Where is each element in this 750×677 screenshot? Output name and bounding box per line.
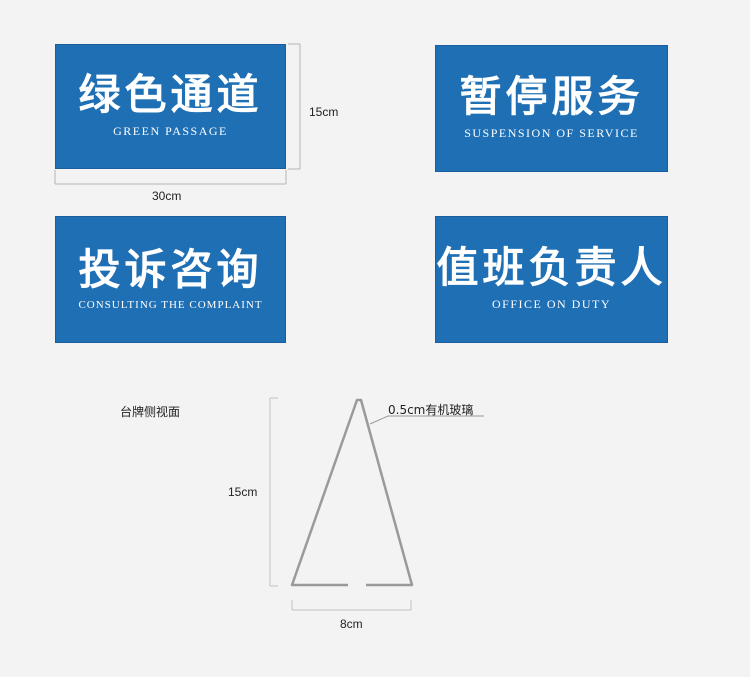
sign-green-passage: 绿色通道 GREEN PASSAGE — [55, 44, 286, 169]
sign-title-en: GREEN PASSAGE — [113, 124, 228, 138]
sign-title-cn: 暂停服务 — [459, 72, 644, 121]
sign-title-en: OFFICE ON DUTY — [491, 297, 611, 311]
sign-office-on-duty: 值班负责人 OFFICE ON DUTY — [435, 216, 668, 343]
sign-title-en: SUSPENSION OF SERVICE — [464, 126, 639, 140]
sign-suspension-of-service: 暂停服务 SUSPENSION OF SERVICE — [435, 45, 668, 172]
sign-title-cn: 绿色通道 — [78, 70, 263, 119]
stand-height-label: 15cm — [228, 485, 258, 499]
sign-consulting-complaint: 投诉咨询 CONSULTING THE COMPLAINT — [55, 216, 286, 343]
sign-title-en: CONSULTING THE COMPLAINT — [78, 298, 263, 311]
stand-triangle-outline — [290, 398, 414, 587]
material-leader-line — [369, 415, 389, 425]
material-label: 0.5cm有机玻璃 — [388, 403, 474, 417]
side-view-title: 台牌侧视面 — [120, 405, 181, 419]
sign-width-label: 30cm — [152, 189, 182, 203]
stand-base-label: 8cm — [340, 617, 363, 631]
sign-height-label: 15cm — [309, 105, 339, 119]
sign-title-cn: 投诉咨询 — [78, 244, 263, 294]
sign-title-cn: 值班负责人 — [436, 243, 667, 292]
